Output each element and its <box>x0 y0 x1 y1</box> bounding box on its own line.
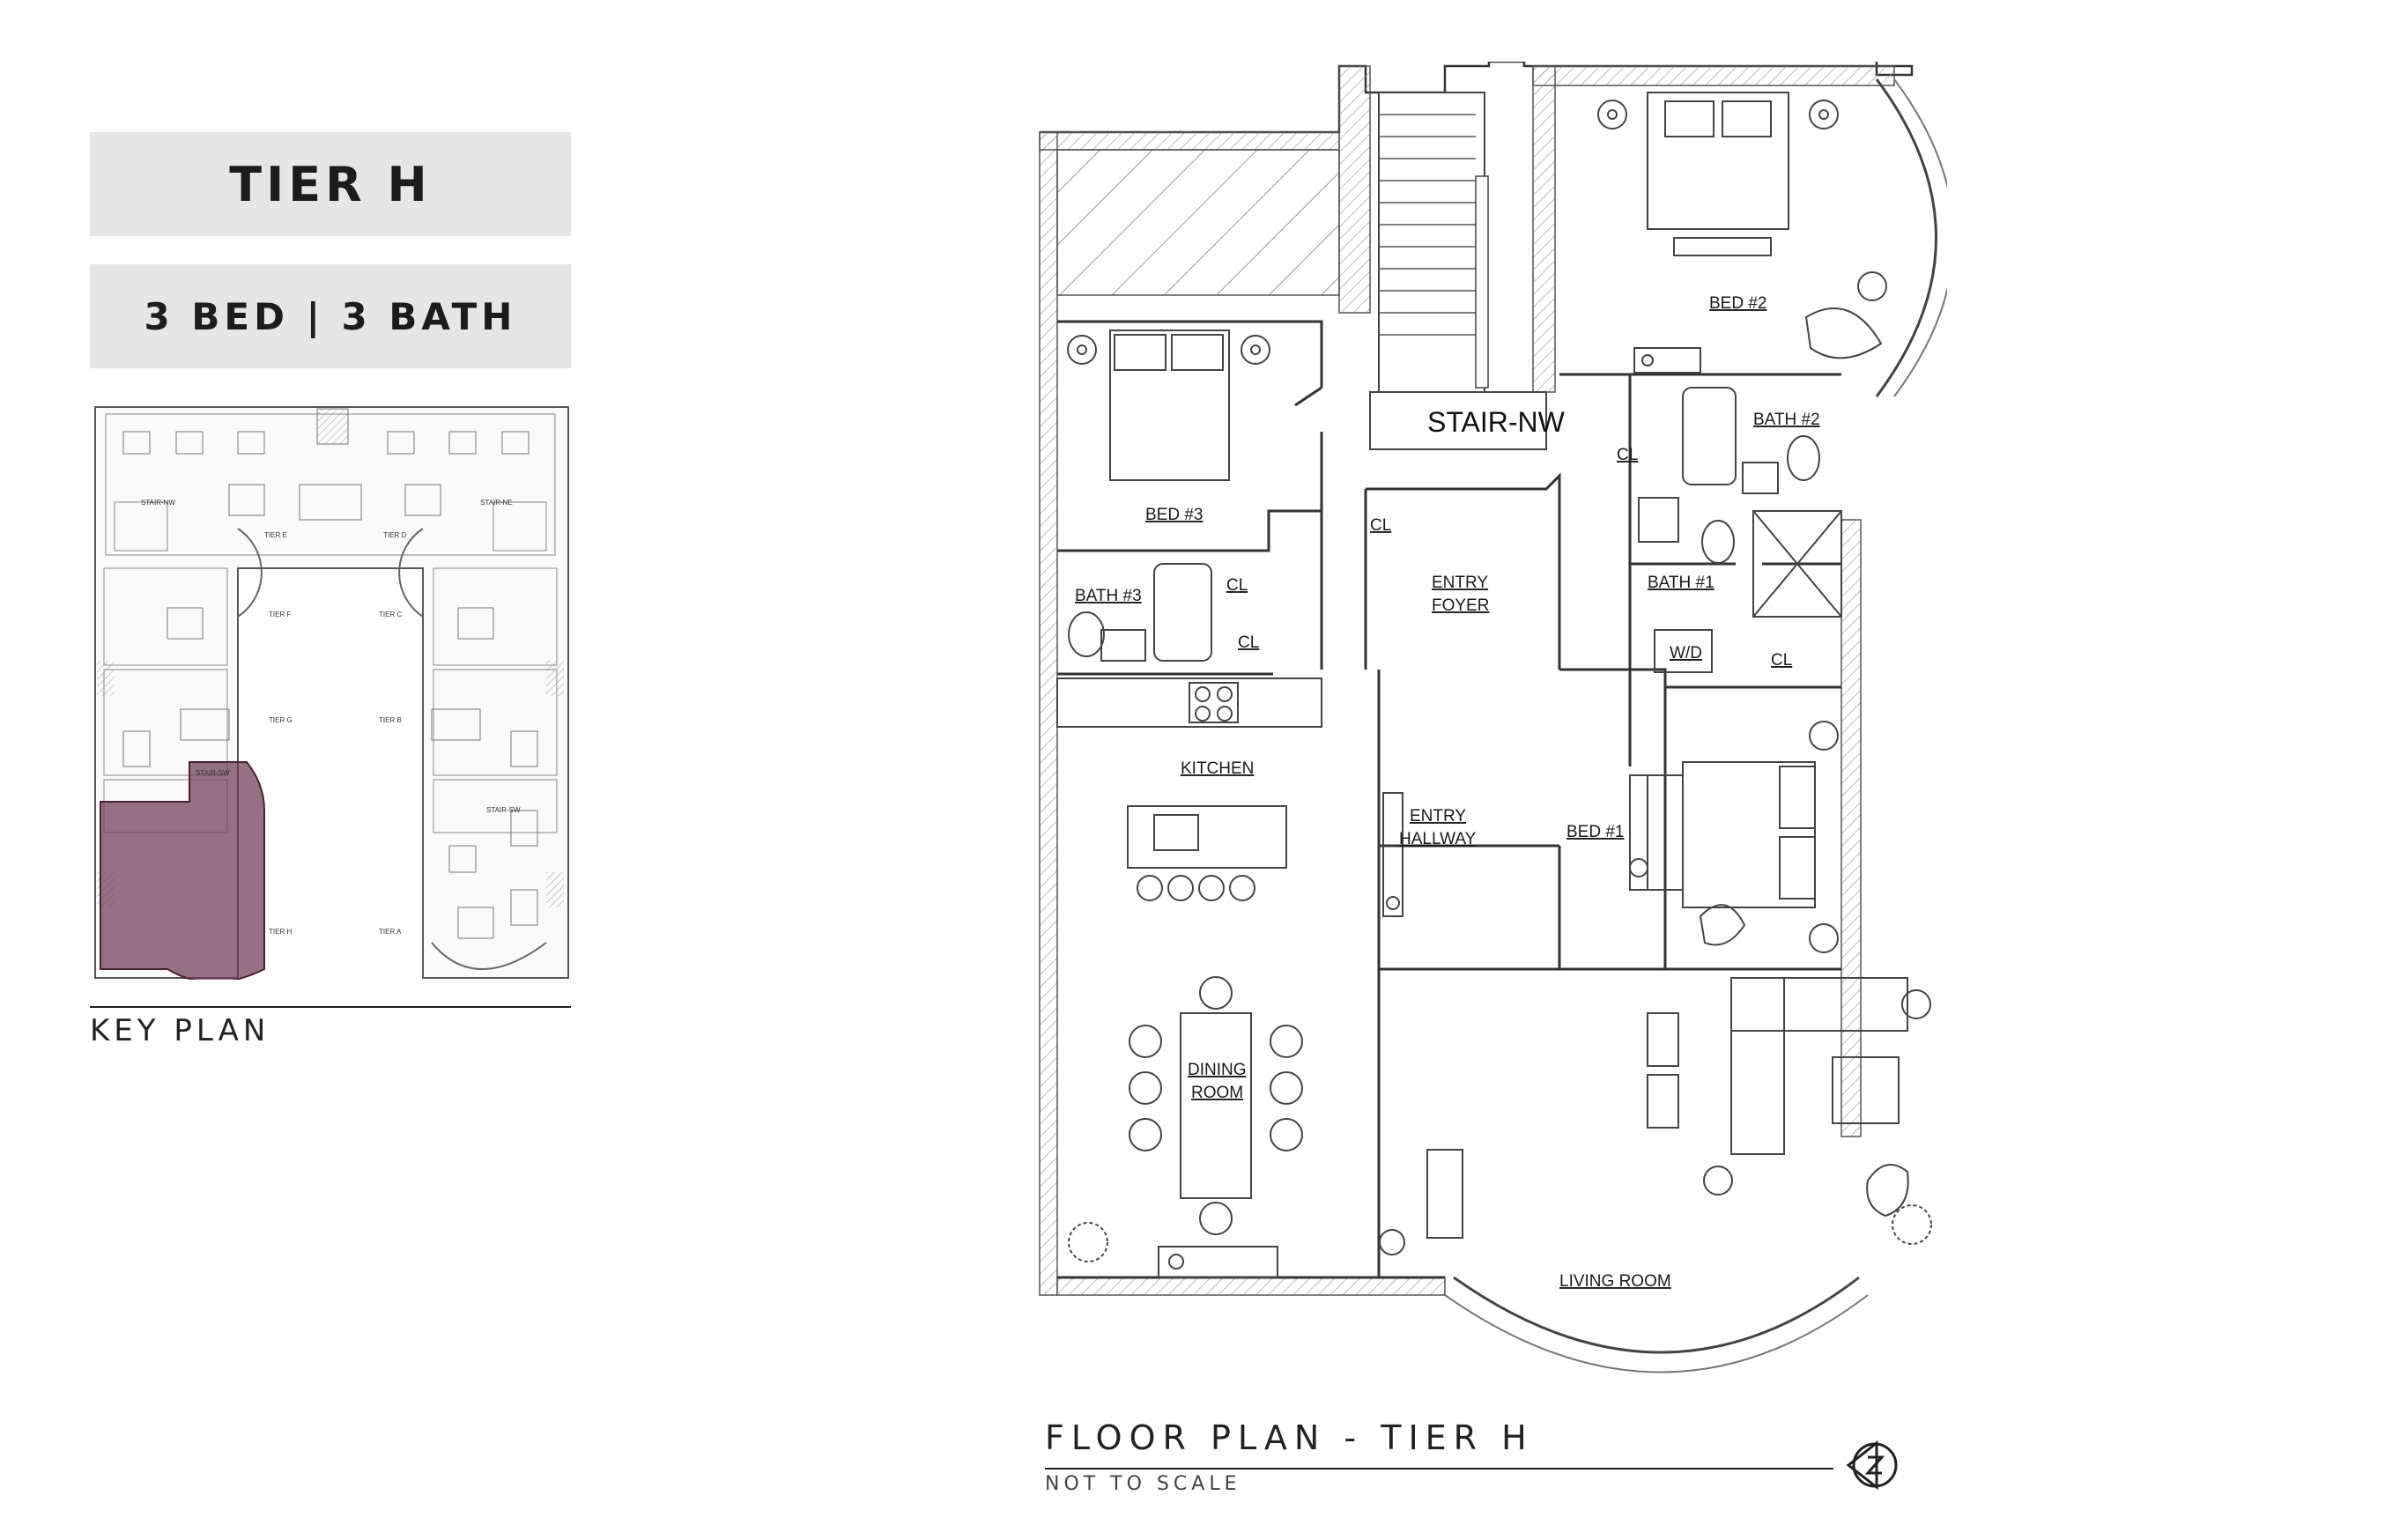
key-plan: TIER E TIER D TIER F TIER C TIER G TIER … <box>88 396 573 980</box>
key-plan-rule <box>90 1006 571 1008</box>
key-stair-tag-se: STAIR-SW <box>486 806 521 814</box>
key-tier-tag-e: TIER E <box>264 531 287 539</box>
floor-plan: STAIR-NW BED #2 BED #3 BATH #2 BATH #3 B… <box>1031 62 1947 1383</box>
room-label-bath2: BATH #2 <box>1753 411 1820 429</box>
bed-bath-summary: 3 BED | 3 BATH <box>90 264 571 368</box>
room-label-bath3: BATH #3 <box>1075 587 1142 605</box>
scale-note: NOT TO SCALE <box>1045 1473 1241 1495</box>
closet-label-hall: CL <box>1771 651 1792 670</box>
key-tier-tag-b: TIER B <box>379 716 402 724</box>
key-tier-tag-h: TIER H <box>269 928 292 936</box>
closet-label-foyer: CL <box>1370 516 1391 535</box>
key-tier-tag-c: TIER C <box>379 611 402 618</box>
key-stair-tag-nw: STAIR-NW <box>141 499 175 507</box>
floor-plan-title: FLOOR PLAN - TIER H <box>1045 1418 1534 1457</box>
tier-title: TIER H <box>90 132 571 236</box>
room-label-entry-hallway-2: HALLWAY <box>1399 830 1477 848</box>
key-stair-tag-sw: STAIR-SW <box>196 769 230 777</box>
floor-plan-drawing: STAIR-NW BED #2 BED #3 BATH #2 BATH #3 B… <box>1039 62 1947 1373</box>
room-label-dining-1: DINING <box>1188 1061 1247 1079</box>
room-label-living: LIVING ROOM <box>1559 1272 1671 1291</box>
closet-label-bath3-upper: CL <box>1226 576 1248 595</box>
key-plan-drawing: TIER E TIER D TIER F TIER C TIER G TIER … <box>94 406 569 980</box>
room-label-bed1: BED #1 <box>1566 823 1624 841</box>
key-tier-tag-a: TIER A <box>379 928 402 936</box>
room-label-dining-2: ROOM <box>1191 1084 1243 1102</box>
room-label-bed2: BED #2 <box>1709 294 1766 313</box>
closet-label-bath3-lower: CL <box>1238 633 1259 652</box>
key-plan-label: KEY PLAN <box>90 1013 270 1048</box>
key-tier-tag-f: TIER F <box>269 611 291 618</box>
room-label-wd: W/D <box>1670 644 1702 663</box>
room-label-entry-foyer-2: FOYER <box>1432 596 1489 615</box>
room-label-entry-foyer-1: ENTRY <box>1432 574 1488 592</box>
room-label-kitchen: KITCHEN <box>1181 759 1254 778</box>
closet-label-bed2: CL <box>1617 446 1638 464</box>
key-stair-tag-ne: STAIR-NE <box>480 499 513 507</box>
room-label-bed3: BED #3 <box>1145 506 1203 524</box>
tier-h-highlight <box>100 761 265 980</box>
key-tier-tag-g: TIER G <box>269 716 293 724</box>
key-tier-tag-d: TIER D <box>383 531 406 539</box>
floor-plan-rule <box>1045 1468 1833 1470</box>
room-label-entry-hallway-1: ENTRY <box>1410 807 1466 826</box>
north-arrow-icon <box>1841 1434 1903 1496</box>
stair-nw-label: STAIR-NW <box>1427 406 1566 438</box>
room-label-bath1: BATH #1 <box>1648 574 1715 592</box>
